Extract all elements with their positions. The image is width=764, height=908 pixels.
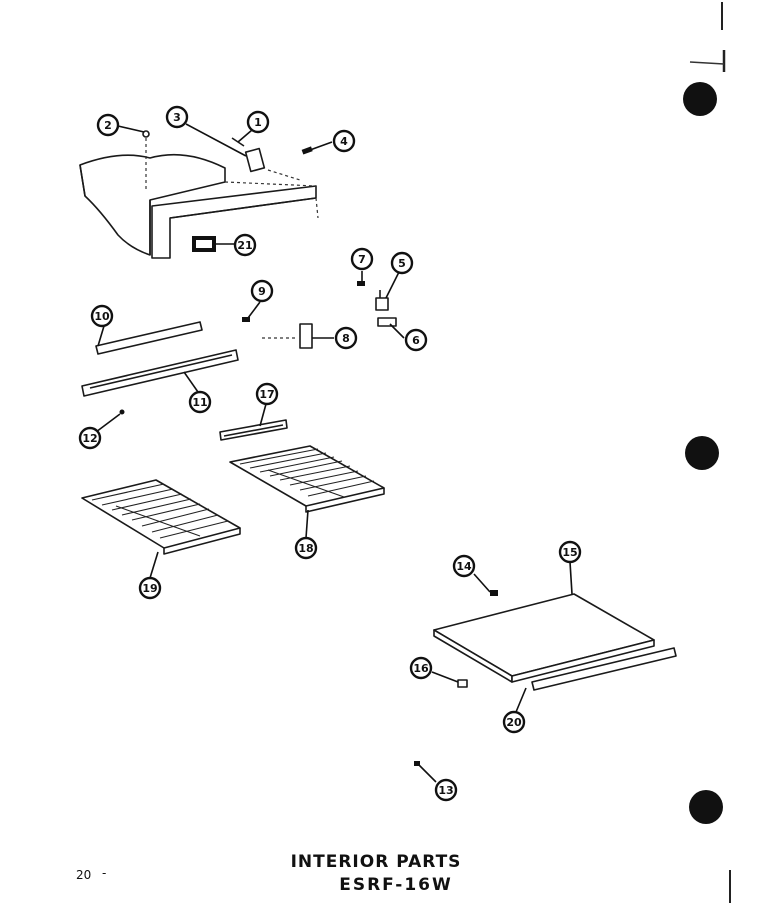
shelf-support-hardware xyxy=(242,317,313,349)
callout-6: 6 xyxy=(404,328,428,352)
callout-3: 3 xyxy=(165,105,189,129)
small-fasteners xyxy=(414,590,498,766)
callout-4: 4 xyxy=(332,129,356,153)
glass-shelf xyxy=(433,593,655,683)
rail-hardware-right xyxy=(357,281,397,327)
callout-18-label: 18 xyxy=(298,542,313,555)
callout-15: 15 xyxy=(558,540,582,564)
callout-7-label: 7 xyxy=(358,253,366,266)
page-title: INTERIOR PARTS xyxy=(290,852,462,872)
page-number: 20 xyxy=(76,868,92,882)
callout-19: 19 xyxy=(138,576,162,600)
model-number: ESRF-16W xyxy=(339,875,453,895)
punch-hole-bottom xyxy=(689,790,723,824)
callout-16: 16 xyxy=(409,656,433,680)
callout-7: 7 xyxy=(350,247,374,271)
scan-artifacts xyxy=(689,2,731,903)
callout-13-label: 13 xyxy=(438,784,453,797)
callout-3-label: 3 xyxy=(173,111,181,124)
punch-hole-top xyxy=(683,82,717,116)
callout-17: 17 xyxy=(255,382,279,406)
callout-15-label: 15 xyxy=(562,546,577,559)
callout-14-label: 14 xyxy=(456,560,472,573)
callout-13: 13 xyxy=(434,778,458,802)
callout-9: 9 xyxy=(250,279,274,303)
callout-21: 21 xyxy=(233,233,257,257)
callout-21-label: 21 xyxy=(237,239,252,252)
callout-19-label: 19 xyxy=(142,582,157,595)
wire-shelf-lower xyxy=(81,479,241,555)
callout-12: 12 xyxy=(78,426,102,450)
shelf-front-trim xyxy=(219,419,288,441)
page-number-dash: - xyxy=(102,866,107,880)
callout-16-label: 16 xyxy=(413,662,429,675)
crisper-handle xyxy=(192,236,216,252)
callout-5-label: 5 xyxy=(398,257,406,270)
callout-2-label: 2 xyxy=(104,119,112,132)
callout-2: 2 xyxy=(96,113,120,137)
trim-rod xyxy=(95,321,203,355)
callout-11-label: 11 xyxy=(192,396,207,409)
punch-hole-middle xyxy=(685,436,719,470)
callout-17-label: 17 xyxy=(259,388,274,401)
callout-12-label: 12 xyxy=(82,432,97,445)
crisper-cover-panel xyxy=(79,130,319,259)
callout-10: 10 xyxy=(90,304,114,328)
wire-shelf-upper xyxy=(229,445,385,513)
callout-1: 1 xyxy=(246,110,270,134)
callout-8-label: 8 xyxy=(342,332,350,345)
callout-4-label: 4 xyxy=(340,135,348,148)
callout-1-label: 1 xyxy=(254,116,262,129)
callout-20: 20 xyxy=(502,710,526,734)
callout-10-label: 10 xyxy=(94,310,110,323)
callout-8: 8 xyxy=(334,326,358,350)
callout-11: 11 xyxy=(188,390,212,414)
glass-shelf-trim xyxy=(531,647,677,691)
callout-5: 5 xyxy=(390,251,414,275)
leader-lines xyxy=(95,123,573,783)
callout-9-label: 9 xyxy=(258,285,266,298)
bracket-hardware-top xyxy=(231,137,313,181)
shelf-rail xyxy=(81,349,239,415)
callout-6-label: 6 xyxy=(412,334,420,347)
callout-14: 14 xyxy=(452,554,476,578)
callout-18: 18 xyxy=(294,536,318,560)
callout-20-label: 20 xyxy=(506,716,522,729)
